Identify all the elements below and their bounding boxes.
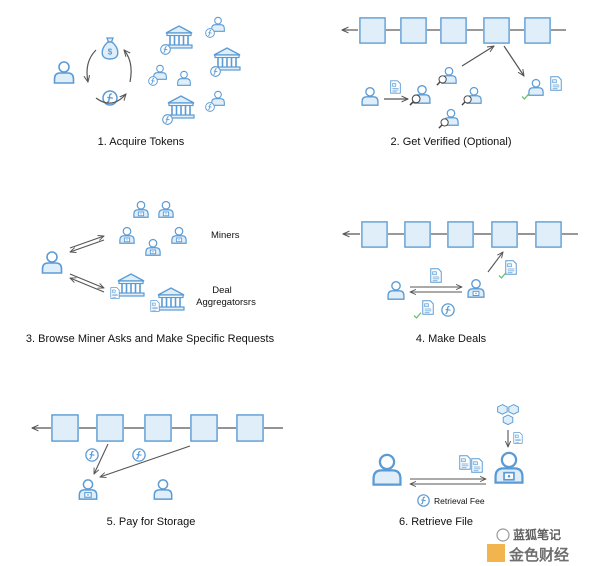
client-user-icon <box>387 280 405 300</box>
document-icon <box>110 287 120 299</box>
client-user-icon <box>372 453 402 486</box>
document-icon <box>150 300 160 312</box>
check-icon <box>498 272 507 279</box>
bank-icon <box>167 95 195 119</box>
block-icon <box>359 17 386 44</box>
step-caption: 3. Browse Miner Asks and Make Specific R… <box>26 333 275 345</box>
block-icon <box>447 221 474 248</box>
filecoin-coin-icon <box>132 448 146 462</box>
miners-cluster <box>119 200 187 256</box>
filecoin-coin-icon <box>85 448 99 462</box>
document-icon <box>505 260 517 275</box>
block-icon <box>96 414 124 442</box>
block-icon <box>400 17 427 44</box>
block-icon <box>524 17 551 44</box>
check-icon <box>521 93 530 100</box>
document-icon <box>471 458 483 473</box>
retrieval-fee-label: Retrieval Fee <box>434 496 485 506</box>
money-bag-icon <box>101 37 119 60</box>
user-icon <box>211 16 225 32</box>
block-icon <box>361 221 388 248</box>
block-icon <box>144 414 172 442</box>
watermark-badge-icon <box>487 544 505 562</box>
watermark-text: 蓝狐笔记 <box>513 527 561 542</box>
block-icon <box>440 17 467 44</box>
watermark-logo-icon <box>496 528 510 542</box>
step-caption: 5. Pay for Storage <box>107 516 196 528</box>
miner-icon <box>467 278 485 298</box>
check-icon <box>413 312 422 319</box>
document-icon <box>430 268 442 283</box>
block-icon <box>535 221 562 248</box>
watermark: 蓝狐笔记 金色财经 <box>487 527 569 564</box>
panel-acquire-tokens: 1. Acquire Tokens <box>53 16 241 148</box>
aggregators-cluster <box>110 273 185 312</box>
miner-icon <box>119 226 135 244</box>
panel-make-deals: 4. Make Deals <box>343 221 578 345</box>
document-icon <box>390 80 401 94</box>
client-user-icon <box>41 251 63 274</box>
miner-icon <box>145 238 161 256</box>
panel-retrieve-file: Retrieval Fee 6. Retrieve File <box>372 404 524 528</box>
step-caption: 2. Get Verified (Optional) <box>390 136 511 148</box>
bank-icon <box>213 47 241 71</box>
user-icon <box>53 61 75 84</box>
user-icon <box>177 70 191 86</box>
magnifier-icon <box>438 118 449 129</box>
filecoin-coin-icon <box>210 66 221 77</box>
user-icon <box>361 86 379 106</box>
exchange-cluster <box>148 16 241 125</box>
step-caption: 6. Retrieve File <box>399 516 473 528</box>
document-icon <box>422 300 434 315</box>
user-icon <box>153 479 173 500</box>
miner-icon <box>171 226 187 244</box>
miners-label: Miners <box>211 230 240 241</box>
filecoin-coin-icon <box>162 114 173 125</box>
filecoin-coin-icon <box>417 494 430 507</box>
bank-icon <box>157 287 185 311</box>
panel-pay-for-storage: 5. Pay for Storage <box>32 414 283 528</box>
step-caption: 1. Acquire Tokens <box>98 136 185 148</box>
token-cycle-arrows <box>87 50 132 104</box>
miner-icon <box>158 200 174 218</box>
miner-icon <box>133 200 149 218</box>
block-icon <box>491 221 518 248</box>
document-icon <box>513 432 523 444</box>
block-icon <box>483 17 510 44</box>
bank-icon <box>117 273 145 297</box>
block-icon <box>51 414 79 442</box>
panel-browse-miner-asks: Miners Deal Aggregatorsrs 3. Browse Mine… <box>26 200 275 345</box>
aggregators-label: Aggregatorsrs <box>196 297 256 308</box>
bank-icon <box>165 25 193 49</box>
filecoin-coin-icon <box>441 303 455 317</box>
filecoin-coin-icon <box>205 102 215 112</box>
watermark-text: 金色财经 <box>508 546 569 564</box>
block-icon <box>236 414 264 442</box>
step-caption: 4. Make Deals <box>416 333 487 345</box>
cubes-icon <box>497 404 519 426</box>
miner-icon <box>78 479 98 500</box>
filecoin-coin-icon <box>160 44 171 55</box>
panel-get-verified: 2. Get Verified (Optional) <box>342 17 566 148</box>
block-icon <box>404 221 431 248</box>
document-icon <box>550 76 562 91</box>
miner-icon <box>494 451 524 484</box>
filecoin-coin-icon <box>148 76 158 86</box>
block-icon <box>190 414 218 442</box>
filecoin-coin-icon <box>205 28 215 38</box>
document-icon <box>459 455 471 470</box>
deal-label: Deal <box>212 285 232 296</box>
verified-user-icon <box>528 78 544 96</box>
user-icon <box>211 90 225 106</box>
